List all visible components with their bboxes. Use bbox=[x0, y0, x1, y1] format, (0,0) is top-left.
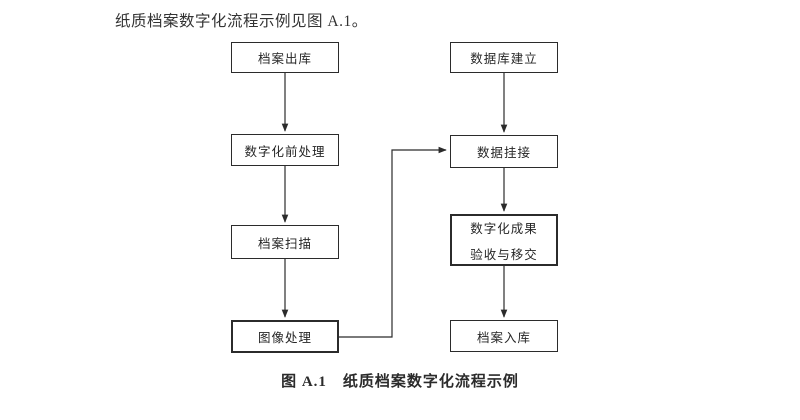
flow-box-label-line1: 数字化成果 bbox=[470, 221, 538, 236]
flow-box-acceptance-and-transfer: 数字化成果 验收与移交 bbox=[450, 214, 558, 266]
figure-caption: 图 A.1 纸质档案数字化流程示例 bbox=[281, 374, 519, 390]
flow-box-database-setup: 数据库建立 bbox=[450, 42, 558, 73]
flow-box-archive-scanning: 档案扫描 bbox=[231, 225, 339, 259]
flow-box-label: 数据挂接 bbox=[476, 146, 531, 160]
flow-box-label: 档案入库 bbox=[476, 330, 531, 345]
intro-text: 纸质档案数字化流程示例见图 A.1。 bbox=[115, 13, 368, 30]
flow-box-label: 数据库建立 bbox=[470, 52, 538, 66]
flow-box-image-processing: 图像处理 bbox=[231, 320, 339, 353]
flow-box-archive-checkout: 档案出库 bbox=[231, 42, 339, 73]
flow-box-archive-storage: 档案入库 bbox=[450, 320, 558, 352]
flow-box-label: 数字化前处理 bbox=[244, 144, 326, 159]
flow-box-label-line2: 验收与移交 bbox=[470, 247, 538, 262]
flow-box-label: 档案出库 bbox=[257, 52, 312, 66]
flow-box-label: 档案扫描 bbox=[257, 236, 312, 251]
flow-box-label: 图像处理 bbox=[257, 331, 312, 345]
flow-box-pre-digitization-processing: 数字化前处理 bbox=[231, 134, 339, 166]
flow-box-data-linking: 数据挂接 bbox=[450, 135, 558, 168]
